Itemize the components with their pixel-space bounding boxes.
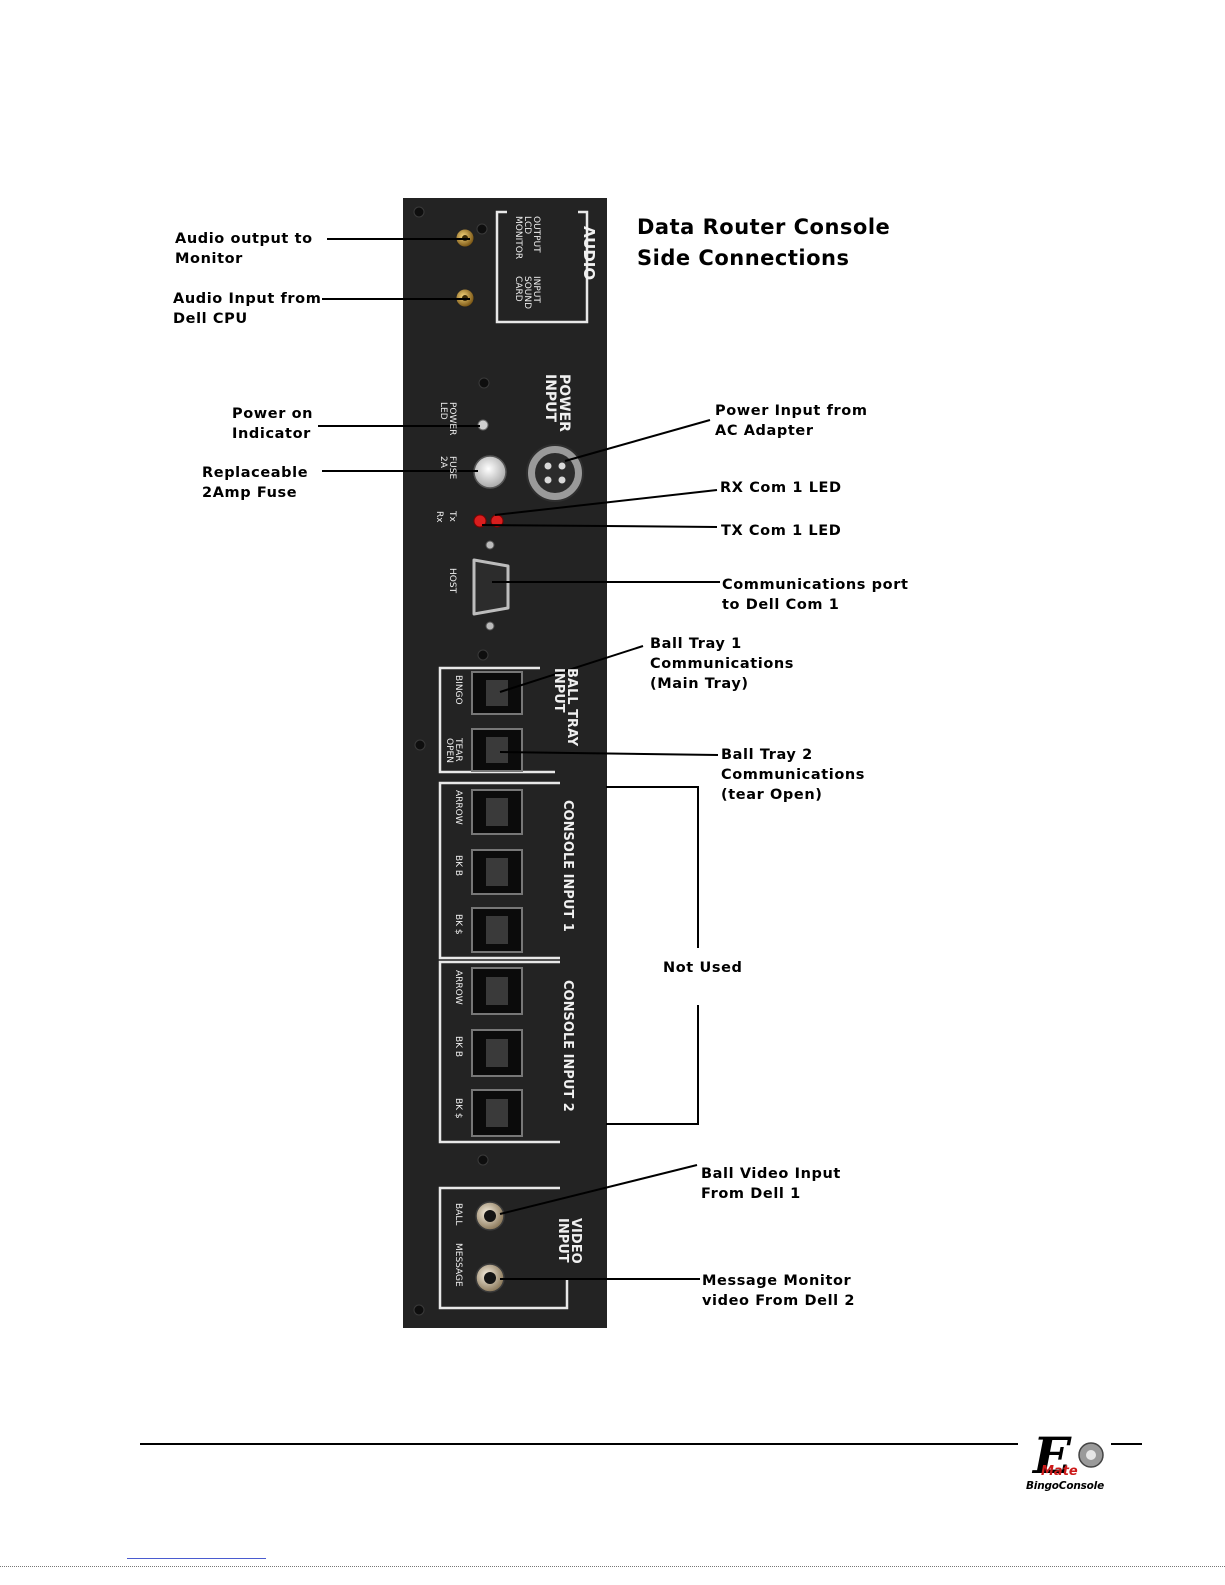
emate-logo: E Mate bbox=[1031, 1426, 1104, 1485]
screw bbox=[477, 1154, 489, 1166]
screw bbox=[477, 649, 489, 661]
footer-link-underline bbox=[127, 1558, 266, 1559]
audio-box bbox=[495, 210, 589, 324]
logo-script: Mate bbox=[1041, 1464, 1078, 1479]
console2-bkd-label: BK $ bbox=[453, 1098, 463, 1119]
console1-bkb-label: BK B bbox=[453, 855, 463, 877]
footer-rule-left bbox=[140, 1443, 1018, 1445]
tx-label: Tx bbox=[447, 511, 457, 522]
fuse-holder bbox=[473, 455, 507, 489]
screw bbox=[413, 1304, 425, 1316]
console1-arrow-label: ARROW bbox=[453, 790, 463, 825]
screw bbox=[414, 739, 426, 751]
screw bbox=[476, 223, 488, 235]
console1-box bbox=[438, 781, 560, 960]
diagram-title: Data Router Console Side Connections bbox=[637, 212, 890, 274]
title-line-2: Side Connections bbox=[637, 246, 850, 270]
message-video-label: MESSAGE bbox=[453, 1243, 463, 1287]
console2-bkb-label: BK B bbox=[453, 1036, 463, 1058]
console2-box bbox=[438, 960, 560, 1144]
callout-not-used: Not Used bbox=[663, 960, 743, 976]
tx-led bbox=[473, 514, 487, 528]
footer-rule-right bbox=[1111, 1443, 1142, 1445]
console1-header: CONSOLE INPUT 1 bbox=[560, 800, 575, 932]
screw bbox=[413, 206, 425, 218]
bingo-label: BINGO bbox=[453, 675, 463, 705]
host-db9-port bbox=[472, 558, 510, 616]
console2-arrow-label: ARROW bbox=[453, 970, 463, 1005]
rj-ports bbox=[471, 671, 523, 1137]
logo-mark: E bbox=[1031, 1426, 1072, 1485]
console1-bkd-label: BK $ bbox=[453, 914, 463, 935]
leader-lines bbox=[318, 238, 720, 1280]
console2-header: CONSOLE INPUT 2 bbox=[560, 980, 575, 1112]
title-line-1: Data Router Console bbox=[637, 215, 891, 239]
callout-rx-led: RX Com 1 LED bbox=[720, 480, 842, 496]
screw bbox=[478, 377, 490, 389]
ball-video-label: BALL bbox=[453, 1203, 463, 1226]
host-label: HOST bbox=[447, 568, 457, 594]
audio-header: AUDIO bbox=[580, 226, 598, 281]
logo-caption: BingoConsole bbox=[1026, 1480, 1104, 1492]
rx-label: Rx bbox=[434, 511, 444, 523]
callout-tx-led: TX Com 1 LED bbox=[721, 523, 842, 539]
footer-dotted-rule bbox=[0, 1566, 1225, 1567]
video-box bbox=[438, 1186, 569, 1310]
